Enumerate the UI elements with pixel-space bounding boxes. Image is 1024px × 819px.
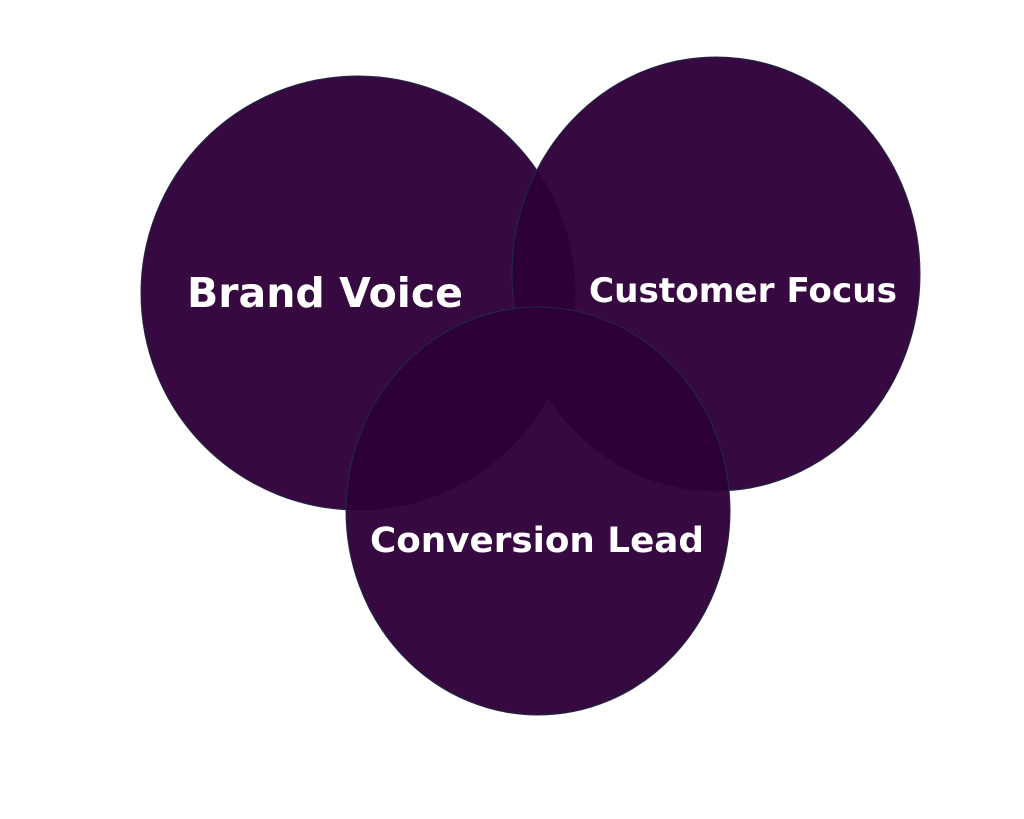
circle-conversion-lead — [345, 306, 731, 716]
label-customer-focus: Customer Focus — [589, 271, 897, 311]
label-brand-voice: Brand Voice — [187, 269, 463, 317]
label-conversion-lead: Conversion Lead — [370, 521, 704, 561]
